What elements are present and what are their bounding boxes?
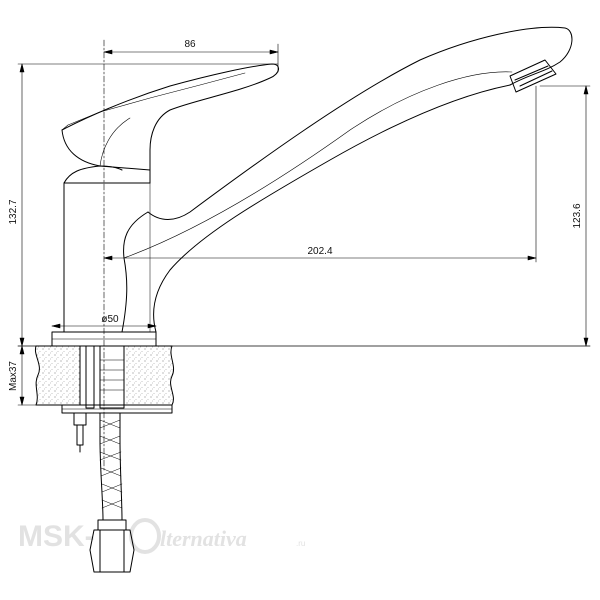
countertop [34,345,175,406]
braided-hose [89,412,135,573]
faucet-spout [123,26,573,259]
dimension-handle-offset [103,43,279,73]
dimension-spout-reach [103,85,537,263]
label-handle-offset: 86 [184,39,196,50]
label-base-diameter: ø50 [101,314,119,325]
dimension-total-height [17,63,279,347]
label-total-height: 132.7 [8,199,19,224]
watermark: MSK- lternativa .ru [18,518,305,554]
label-spout-height: 123.6 [572,203,583,228]
watermark-logo-icon [129,518,161,554]
watermark-brand-left: MSK- [18,520,95,553]
faucet-handle [61,63,279,171]
dimension-spout-height [539,85,591,347]
watermark-brand-right: lternativa [160,526,247,551]
faucet-body [51,84,511,347]
dimension-base-diameter [51,323,157,329]
watermark-domain: .ru [296,539,305,548]
under-counter-assembly [61,345,173,453]
dimension-max-counter [17,345,61,406]
label-spout-reach: 202.4 [307,246,332,257]
label-max-counter: Max37 [8,361,19,391]
